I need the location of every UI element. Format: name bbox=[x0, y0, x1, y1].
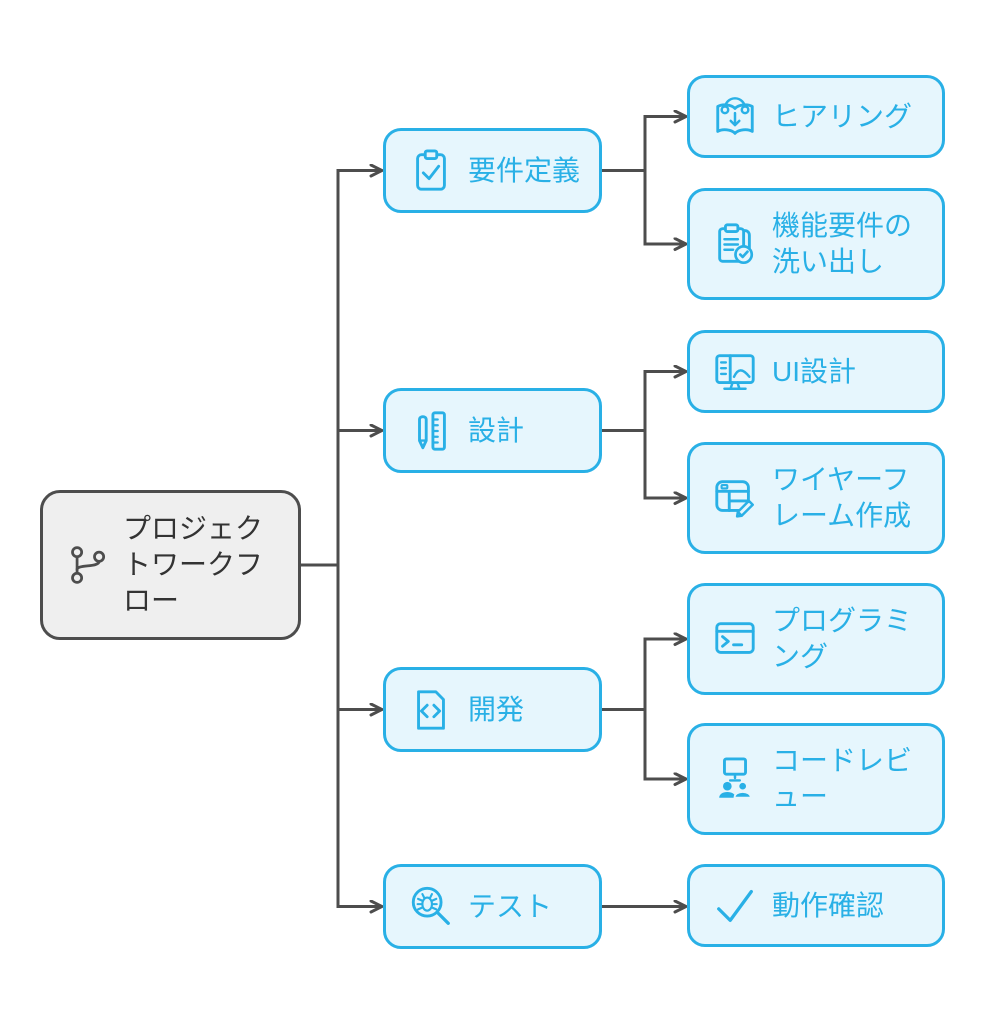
node-label: UI設計 bbox=[772, 355, 857, 387]
clipboard-list-check-icon bbox=[712, 221, 758, 267]
node-label: 開発 bbox=[468, 693, 525, 725]
pencil-ruler-icon bbox=[408, 408, 454, 454]
node-design: 設計 bbox=[383, 388, 602, 473]
check-icon bbox=[712, 883, 758, 929]
node-ui-design: UI設計 bbox=[687, 330, 945, 413]
node-test: テスト bbox=[383, 864, 602, 949]
code-review-icon bbox=[712, 756, 758, 802]
node-wireframe: ワイヤーフレーム作成 bbox=[687, 442, 945, 554]
node-project-workflow: プロジェクトワークフロー bbox=[40, 490, 301, 640]
node-functional-requirements: 機能要件の洗い出し bbox=[687, 188, 945, 300]
node-operation-check: 動作確認 bbox=[687, 864, 945, 947]
bug-magnifier-icon bbox=[408, 884, 454, 930]
clipboard-check-icon bbox=[408, 148, 454, 194]
node-label: 要件定義 bbox=[468, 154, 581, 186]
wireframe-pencil-icon bbox=[712, 475, 758, 521]
node-label: 動作確認 bbox=[772, 889, 885, 921]
book-headset-icon bbox=[712, 94, 758, 140]
node-label: 設計 bbox=[468, 414, 525, 446]
node-label: 機能要件の洗い出し bbox=[772, 210, 913, 277]
git-branch-icon bbox=[67, 543, 111, 587]
terminal-icon bbox=[712, 616, 758, 662]
node-label: ワイヤーフレーム作成 bbox=[772, 464, 912, 531]
node-label: プログラミング bbox=[772, 605, 913, 672]
code-file-icon bbox=[408, 687, 454, 733]
node-label: ヒアリング bbox=[772, 100, 913, 132]
node-label: テスト bbox=[468, 890, 553, 922]
node-code-review: コードレビュー bbox=[687, 723, 945, 835]
node-programming: プログラミング bbox=[687, 583, 945, 695]
monitor-design-icon bbox=[712, 349, 758, 395]
node-label: コードレビュー bbox=[772, 745, 913, 812]
node-requirements: 要件定義 bbox=[383, 128, 602, 213]
node-hearing: ヒアリング bbox=[687, 75, 945, 158]
node-label: プロジェクトワークフロー bbox=[123, 513, 264, 616]
node-development: 開発 bbox=[383, 667, 602, 752]
